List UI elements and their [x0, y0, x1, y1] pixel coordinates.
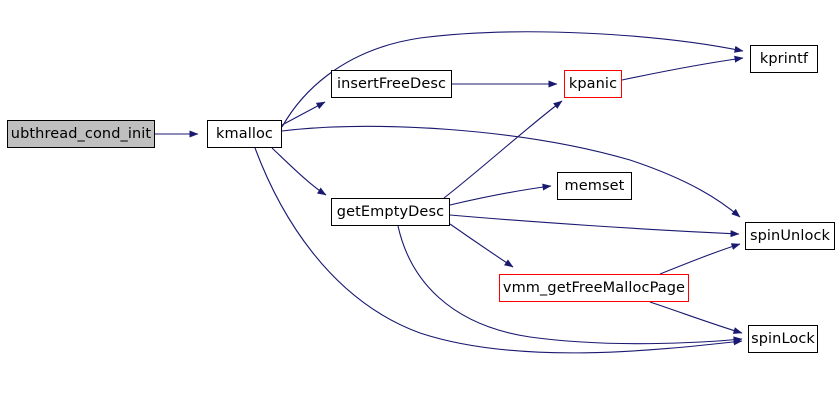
edge-getEmptyDesc-to-vmm_getFreeMallocPage	[449, 223, 514, 268]
node-kprintf[interactable]: kprintf	[750, 45, 818, 73]
node-spinLock[interactable]: spinLock	[748, 325, 818, 353]
node-label-vmm_getFreeMallocPage: vmm_getFreeMallocPage	[502, 279, 686, 296]
edge-kmalloc-to-kprintf	[281, 31, 744, 128]
node-label-ubthread_cond_init: ubthread_cond_init	[10, 125, 152, 142]
edge-kmalloc-to-spinLock	[254, 147, 743, 354]
node-insertFreeDesc[interactable]: insertFreeDesc	[331, 70, 452, 98]
node-ubthread_cond_init[interactable]: ubthread_cond_init	[7, 120, 155, 148]
node-label-kpanic: kpanic	[568, 75, 618, 92]
node-label-getEmptyDesc: getEmptyDesc	[336, 203, 445, 220]
node-kmalloc[interactable]: kmalloc	[207, 120, 282, 148]
edge-getEmptyDesc-to-spinLock	[397, 225, 743, 345]
edge-getEmptyDesc-to-memset	[449, 183, 552, 206]
node-kpanic[interactable]: kpanic	[564, 70, 622, 98]
edge-kpanic-to-kprintf	[621, 55, 744, 81]
edge-kmalloc-to-getEmptyDesc	[271, 147, 327, 196]
node-label-memset: memset	[564, 177, 625, 194]
node-spinUnlock[interactable]: spinUnlock	[745, 222, 835, 250]
node-getEmptyDesc[interactable]: getEmptyDesc	[331, 198, 450, 226]
node-label-spinLock: spinLock	[751, 330, 815, 347]
edge-vmm_getFreeMallocPage-to-spinUnlock	[659, 243, 741, 275]
edge-getEmptyDesc-to-kpanic	[443, 100, 563, 199]
node-memset[interactable]: memset	[557, 172, 632, 200]
node-label-kmalloc: kmalloc	[215, 125, 273, 142]
edge-kmalloc-to-insertFreeDesc	[281, 101, 326, 126]
node-label-insertFreeDesc: insertFreeDesc	[336, 75, 447, 92]
edge-kmalloc-to-spinUnlock	[281, 125, 741, 218]
edges-group	[155, 31, 744, 354]
edge-getEmptyDesc-to-spinUnlock	[449, 214, 740, 238]
edge-vmm_getFreeMallocPage-to-spinLock	[649, 301, 743, 334]
node-label-kprintf: kprintf	[759, 50, 809, 67]
node-vmm_getFreeMallocPage[interactable]: vmm_getFreeMallocPage	[499, 274, 689, 302]
node-label-spinUnlock: spinUnlock	[749, 227, 831, 244]
